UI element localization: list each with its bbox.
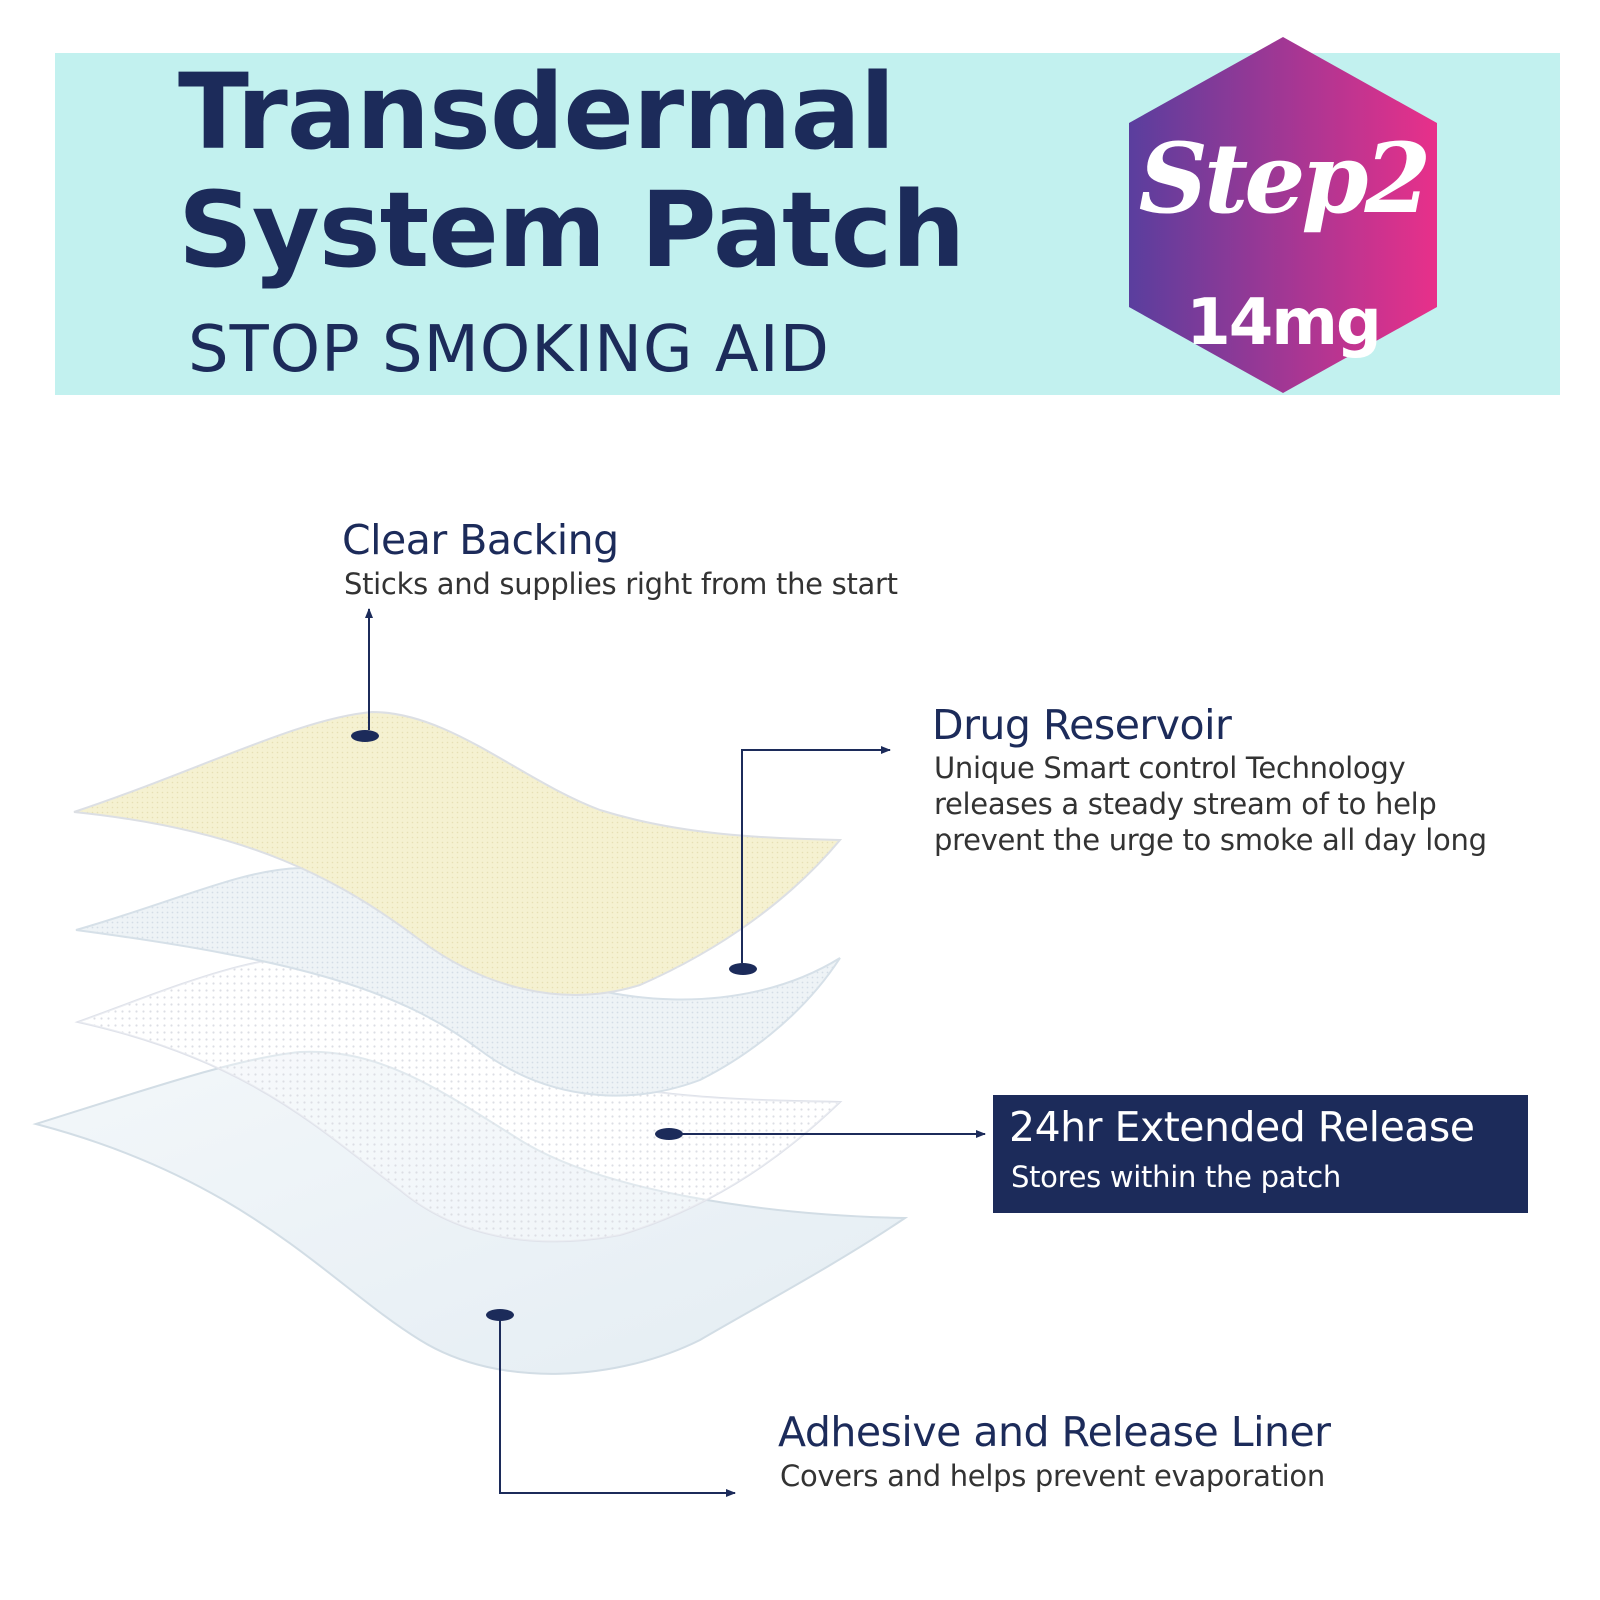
layer-clear-backing (73, 710, 843, 996)
label-clear-backing-desc: Sticks and supplies right from the start (344, 567, 898, 601)
label-drug-reservoir-desc-3: prevent the urge to smoke all day long (934, 823, 1487, 857)
hexagon-badge-shape (1129, 37, 1437, 393)
subtitle: STOP SMOKING AID (188, 313, 830, 387)
label-extended-release-title: 24hr Extended Release (1009, 1103, 1475, 1151)
leader-line-drug-reservoir (741, 746, 891, 963)
title-line-2: System Patch (178, 169, 965, 291)
label-drug-reservoir-desc-1: Unique Smart control Technology (934, 751, 1406, 785)
marker-dot-drug-reservoir (729, 963, 757, 975)
marker-dot-adhesive-liner (486, 1309, 514, 1321)
marker-dot-extended-release (655, 1128, 683, 1140)
badge-dose-text: 14mg (1186, 286, 1382, 360)
marker-dot-clear-backing (351, 730, 379, 742)
label-drug-reservoir-title: Drug Reservoir (932, 701, 1232, 749)
step-badge: Step2 14mg (1127, 35, 1439, 395)
label-adhesive-liner-title: Adhesive and Release Liner (778, 1408, 1331, 1456)
label-extended-release-box: 24hr Extended Release Stores within the … (993, 1095, 1528, 1213)
badge-step-text: Step2 (1138, 122, 1432, 235)
label-clear-backing-title: Clear Backing (342, 516, 619, 564)
layer-extended-release-sheen (78, 956, 840, 1242)
label-adhesive-liner-desc: Covers and helps prevent evaporation (780, 1459, 1325, 1493)
leader-line-adhesive-liner (499, 1318, 736, 1497)
label-drug-reservoir-desc-2: releases a steady stream of to help (934, 787, 1437, 821)
label-extended-release-desc: Stores within the patch (1011, 1160, 1341, 1194)
title-line-1: Transdermal (178, 51, 895, 173)
